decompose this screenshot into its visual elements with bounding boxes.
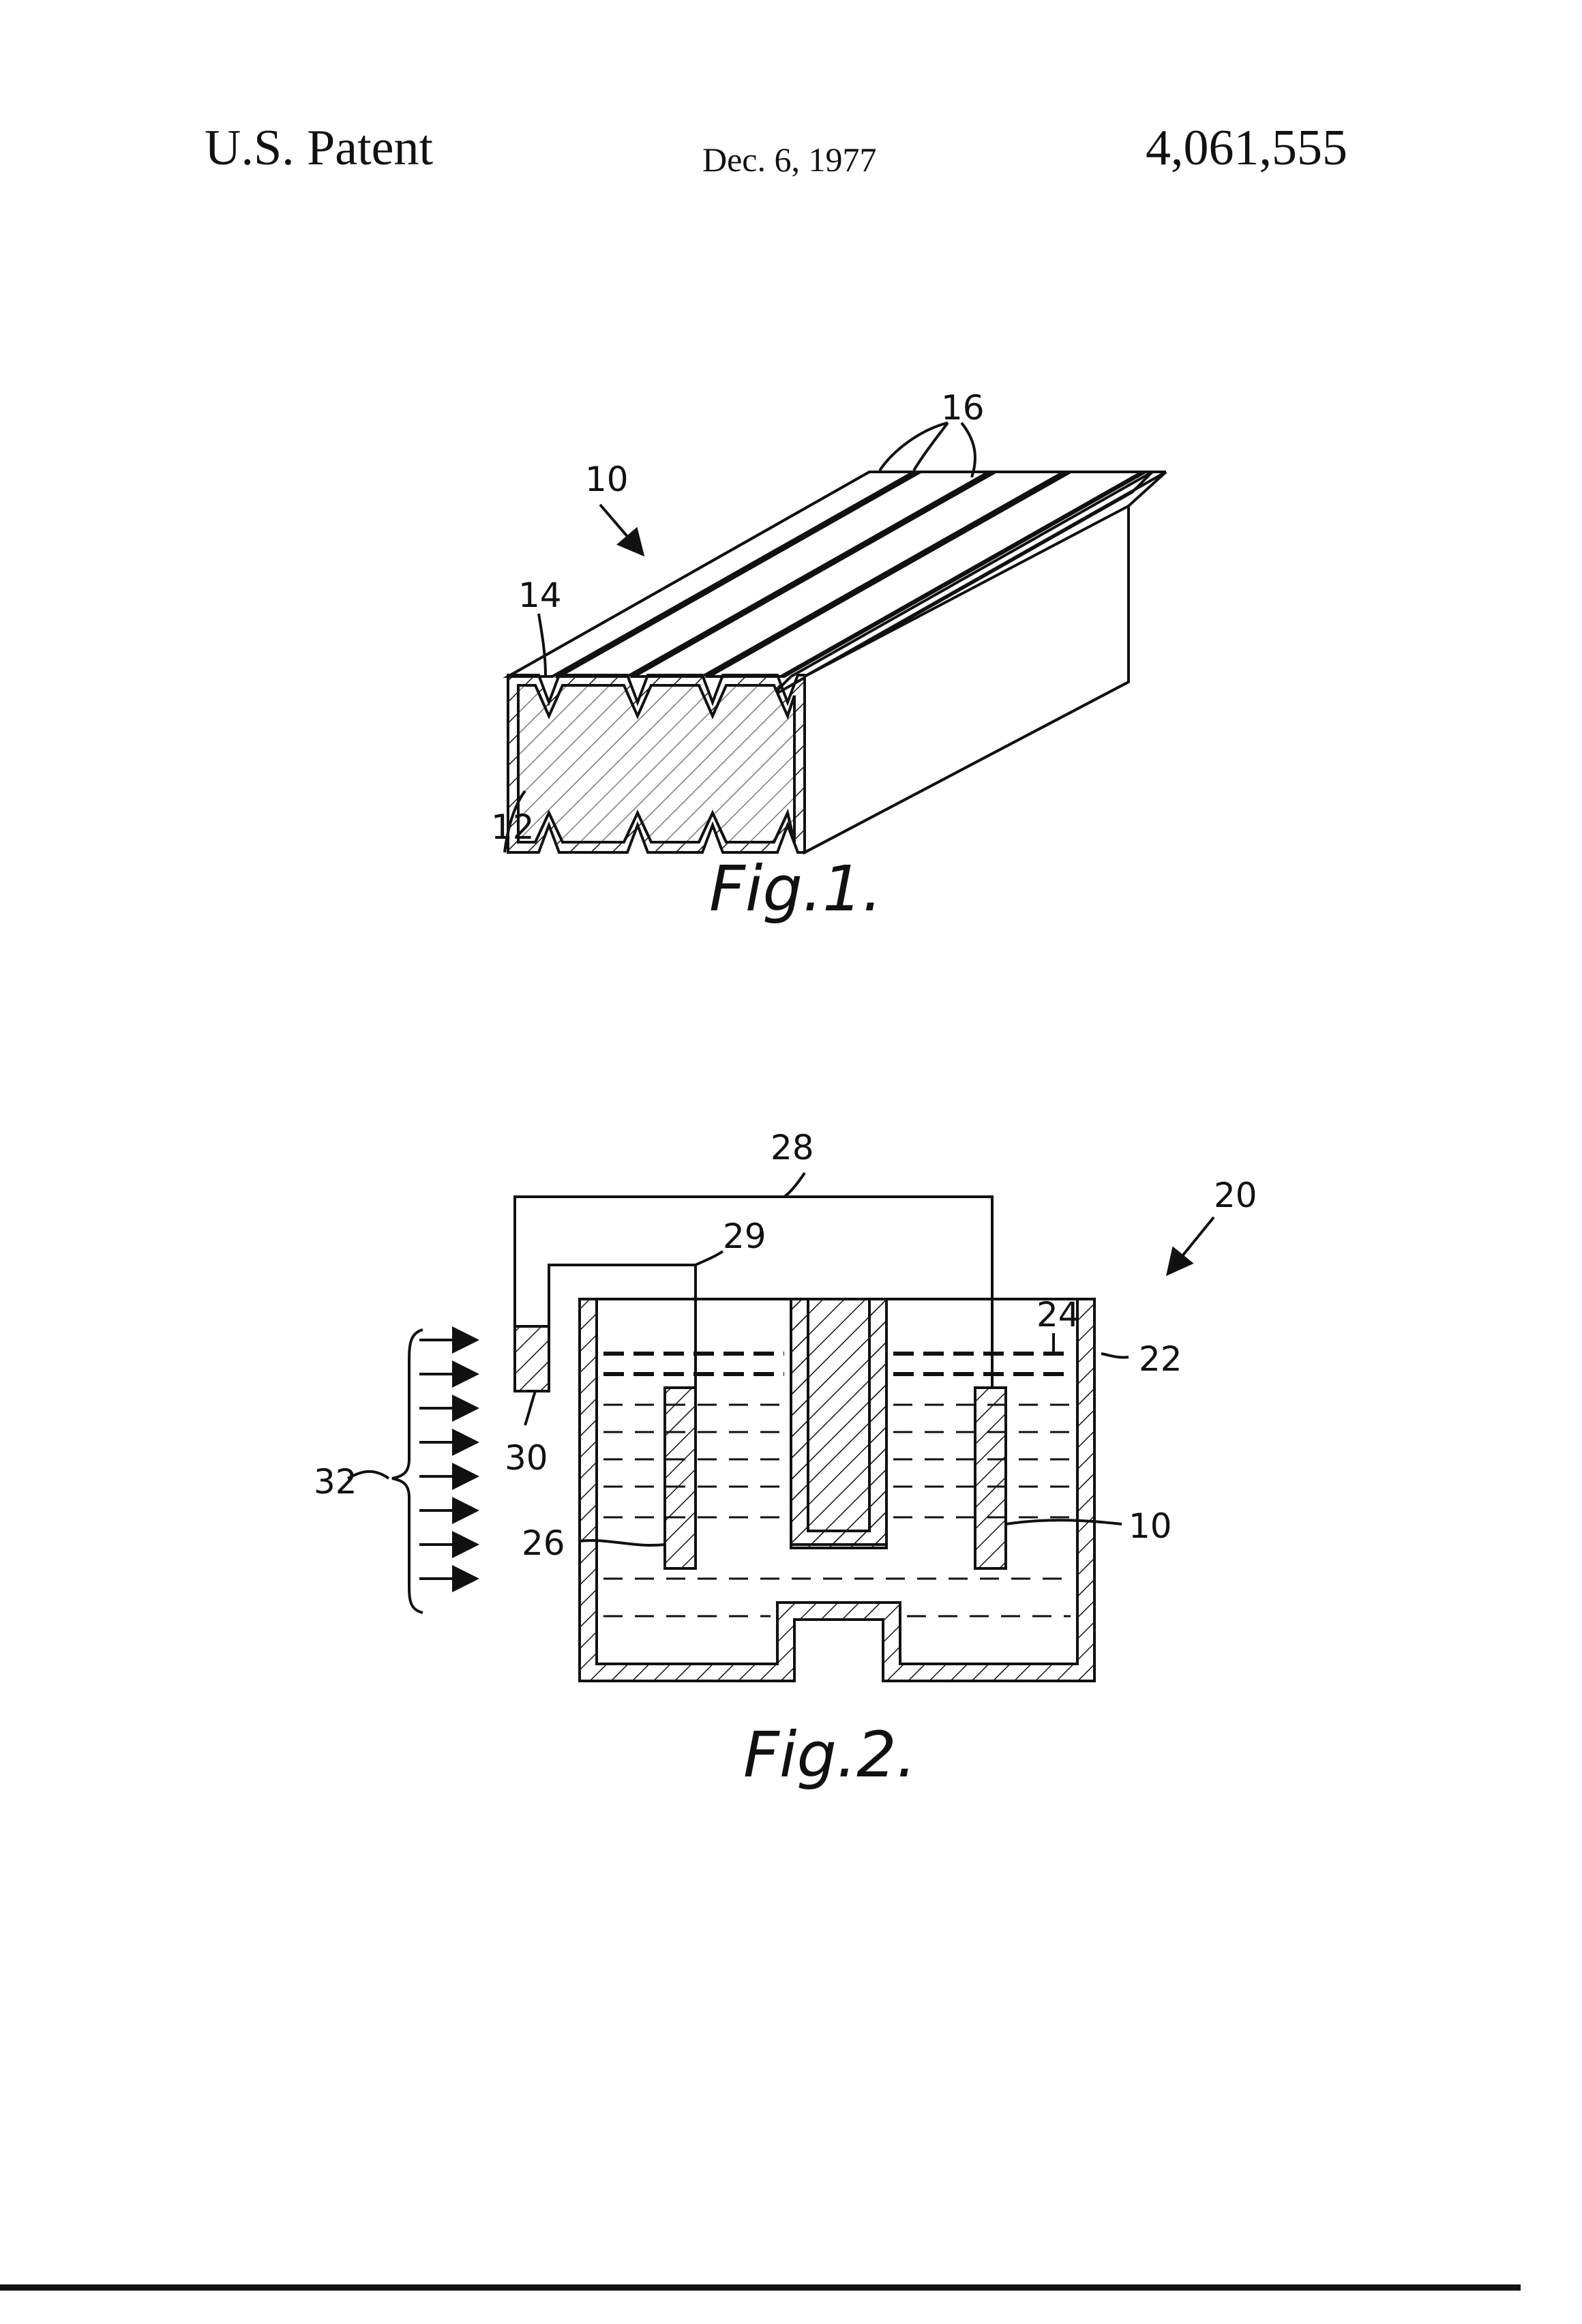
fig2-caption: Fig.2. [743, 1718, 916, 1791]
fig1-caption: Fig.1. [709, 852, 882, 925]
fig2-label-32: 32 [314, 1462, 357, 1502]
fig2-label-22: 22 [1139, 1339, 1182, 1379]
fig2-label-26: 26 [522, 1523, 565, 1563]
fig2-label-29: 29 [723, 1217, 766, 1256]
fig1-label-14: 14 [518, 576, 562, 615]
fig1-label-16: 16 [941, 388, 985, 428]
fig2-label-30: 30 [505, 1438, 548, 1478]
fig1-label-12: 12 [491, 807, 535, 847]
fig1-label-10: 10 [585, 460, 629, 499]
fig2-drawing [348, 1173, 1214, 1681]
fig2-label-24: 24 [1036, 1295, 1080, 1335]
fig2-label-28: 28 [771, 1128, 814, 1167]
fig2-label-20: 20 [1214, 1176, 1257, 1215]
bottom-rule [0, 2284, 1521, 2291]
fig2-label-10: 10 [1129, 1506, 1172, 1546]
